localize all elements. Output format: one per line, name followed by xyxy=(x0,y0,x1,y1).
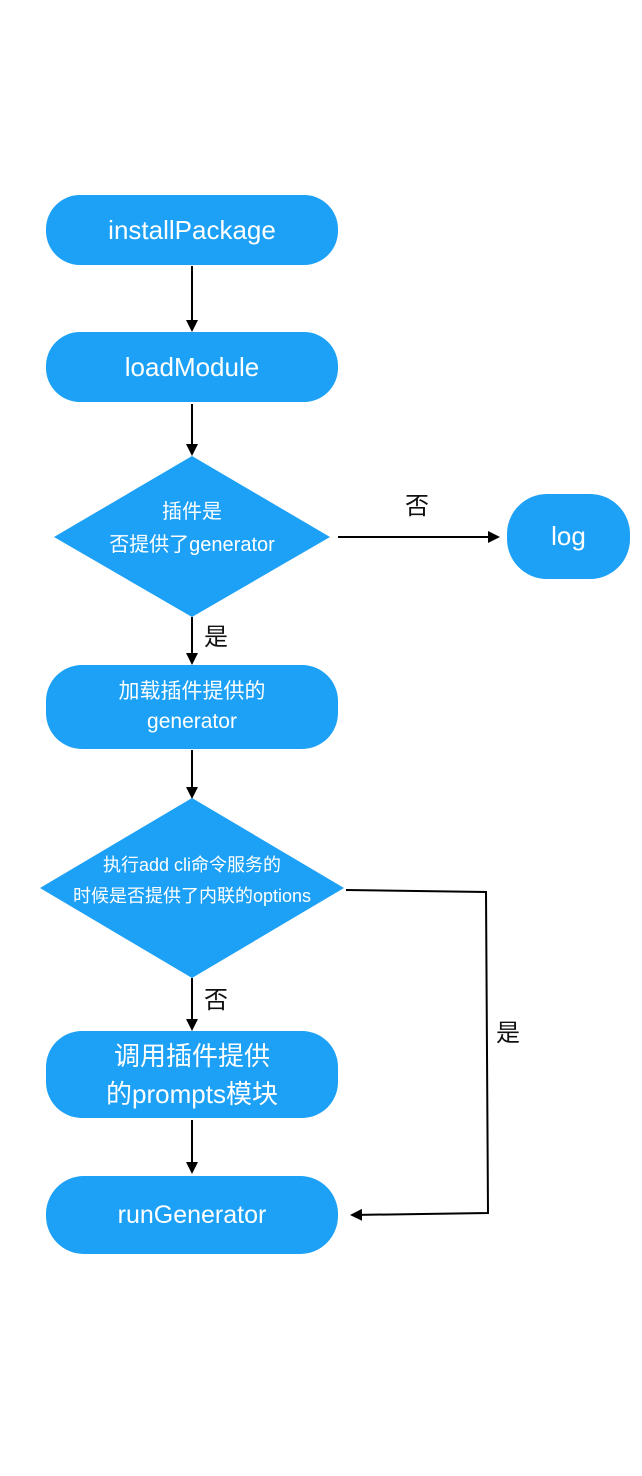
decision-generator-label-line2: 否提供了generator xyxy=(109,534,275,556)
install-package-label: installPackage xyxy=(108,214,276,245)
run-generator-node: runGenerator xyxy=(46,1176,338,1254)
decision-options-label-line2: 时候是否提供了内联的options xyxy=(72,886,312,906)
load-module-label: loadModule xyxy=(124,351,260,382)
install-package-node: installPackage xyxy=(46,195,338,265)
call-prompts-label-line1: 调用插件提供 xyxy=(113,1040,270,1071)
call-prompts-label-line2: 的prompts模块 xyxy=(106,1078,278,1109)
load-module-node: loadModule xyxy=(46,332,338,402)
decision-generator-label: 插件是 否提供了generator xyxy=(62,496,322,562)
decision-options-shape xyxy=(40,798,344,978)
load-generator-node: 加载插件提供的 generator xyxy=(46,665,338,749)
log-label: log xyxy=(551,521,586,551)
run-generator-label: runGenerator xyxy=(117,1200,267,1229)
edge-options-to-run xyxy=(345,889,490,1221)
load-generator-label-line2: generator xyxy=(147,710,237,733)
edge-label-generator-yes: 是 xyxy=(204,624,228,651)
edge-label-options-yes: 是 xyxy=(496,1020,520,1047)
load-generator-label-line1: 加载插件提供的 xyxy=(118,680,266,703)
decision-options-label-line1: 执行add cli命令服务的 xyxy=(102,855,282,875)
log-node: log xyxy=(507,494,630,579)
decision-generator-shape xyxy=(54,456,330,617)
call-prompts-node: 调用插件提供 的prompts模块 xyxy=(46,1031,338,1118)
edge-label-generator-no: 否 xyxy=(405,493,429,520)
decision-options-label: 执行add cli命令服务的 时候是否提供了内联的options xyxy=(44,850,340,912)
decision-generator-label-line1: 插件是 xyxy=(162,501,222,523)
edge-label-options-no: 否 xyxy=(204,987,228,1014)
